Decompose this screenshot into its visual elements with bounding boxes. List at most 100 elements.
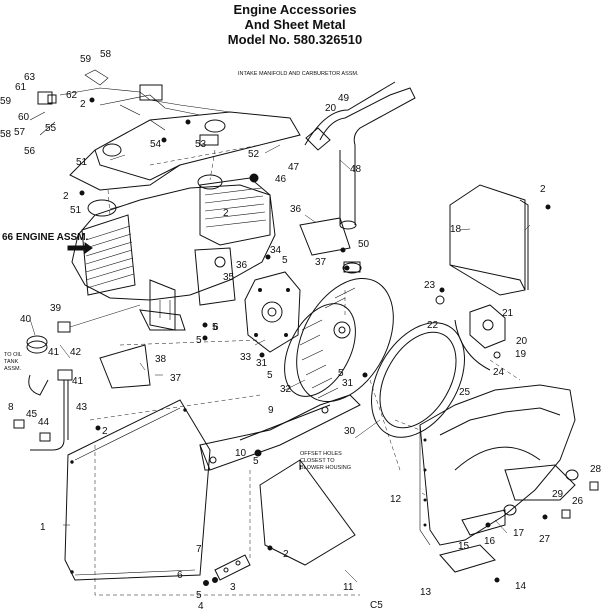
callout-54: 54	[150, 139, 162, 150]
callout-21: 21	[502, 308, 514, 319]
callout-56: 56	[24, 146, 36, 157]
intake-manifold-bracket	[69, 111, 301, 191]
flywheel-hub-plate	[244, 271, 301, 353]
callout-26: 26	[572, 496, 584, 507]
access-plate	[299, 217, 351, 256]
callout-7: 7	[196, 544, 202, 555]
callout-62: 62	[66, 90, 78, 101]
callout-11: 11	[343, 582, 354, 593]
diagram-title-line-3: Model No. 580.326510	[227, 32, 363, 47]
callout-44: 44	[38, 417, 50, 428]
callout-4: 4	[198, 601, 204, 612]
callout-14: 14	[515, 581, 527, 592]
callout-59: 59	[80, 54, 92, 65]
ignition-coil-assembly	[435, 295, 506, 371]
callout-58: 58	[100, 49, 112, 60]
bottom-plate	[439, 509, 506, 573]
callout-31: 31	[342, 378, 354, 389]
callout-40: 40	[20, 314, 32, 325]
engine-arrow-icon	[67, 242, 93, 254]
callout-52: 52	[248, 149, 260, 160]
callout-35: 35	[223, 272, 235, 283]
diagram-title-line-1: Engine Accessories	[233, 2, 357, 17]
note-oil-tank-line-1: TO OIL	[4, 352, 22, 358]
lower-baffle	[259, 459, 356, 566]
note-engine-assembly: 66 ENGINE ASSM.	[2, 232, 89, 243]
callout-5: 5	[338, 368, 344, 379]
callout-9: 9	[268, 405, 274, 416]
callout-22: 22	[427, 320, 439, 331]
callout-19: 19	[515, 349, 527, 360]
engine-shroud-covers	[64, 344, 211, 581]
callout-5: 5	[196, 335, 202, 346]
callout-20: 20	[325, 103, 337, 114]
callout-6: 6	[213, 322, 219, 333]
callout-39: 39	[50, 303, 62, 314]
oil-filter-and-lines	[13, 304, 141, 451]
callout-51: 51	[76, 157, 88, 168]
callout-49: 49	[338, 93, 350, 104]
callout-8: 8	[8, 402, 14, 413]
alignment-lines	[89, 144, 521, 596]
callout-37: 37	[170, 373, 182, 384]
callout-1: 1	[40, 522, 46, 533]
callout-13: 13	[420, 587, 432, 598]
callout-41: 41	[72, 376, 84, 387]
page-code: C5	[370, 600, 383, 611]
side-panel	[449, 184, 529, 296]
callout-10: 10	[235, 448, 247, 459]
callout-2: 2	[80, 99, 86, 110]
blower-flywheel	[284, 277, 394, 403]
note-offset-line-2: CLOSEST TO	[300, 458, 335, 464]
blower-ring	[371, 322, 465, 438]
callout-60: 60	[18, 112, 30, 123]
blower-housing	[419, 384, 576, 546]
callout-2: 2	[283, 549, 289, 560]
small-bracket	[214, 554, 251, 581]
diagram-title-line-2: And Sheet Metal	[244, 17, 346, 32]
carburetor-linkage	[29, 69, 231, 136]
callout-27: 27	[539, 534, 551, 545]
callout-2: 2	[223, 208, 229, 219]
callout-12: 12	[390, 494, 402, 505]
callout-50: 50	[358, 239, 370, 250]
leader-lines	[29, 144, 531, 583]
callout-55: 55	[45, 123, 57, 134]
callout-38: 38	[155, 354, 167, 365]
callout-45: 45	[26, 409, 38, 420]
callout-2: 2	[540, 184, 546, 195]
fasteners	[79, 97, 551, 586]
callout-31: 31	[256, 358, 268, 369]
callout-36: 36	[236, 260, 248, 271]
note-intake-manifold: INTAKE MANIFOLD AND CARBURETOR ASSM.	[238, 71, 359, 77]
callout-53: 53	[195, 139, 207, 150]
callout-57: 57	[14, 127, 26, 138]
note-oil-tank-line-2: TANK	[4, 359, 19, 365]
callout-29: 29	[552, 489, 564, 500]
callout-15: 15	[458, 541, 470, 552]
callout-3: 3	[230, 582, 236, 593]
blower-hardware	[503, 469, 599, 519]
part-callouts: 1 2 2 2 2 2 2 3 4 5 5 5 5 5 5 5 6 6 7 8 …	[0, 49, 602, 612]
exhaust-pipe	[304, 81, 416, 274]
callout-20: 20	[516, 336, 528, 347]
callout-30: 30	[344, 426, 356, 437]
callout-48: 48	[350, 164, 362, 175]
callout-5: 5	[267, 370, 273, 381]
callout-59: 59	[0, 96, 12, 107]
callout-5: 5	[196, 590, 202, 601]
engine-assembly	[71, 174, 276, 331]
callout-33: 33	[240, 352, 252, 363]
callout-37: 37	[315, 257, 327, 268]
callout-61: 61	[15, 82, 27, 93]
blower-mounting-bracket	[199, 394, 361, 471]
callout-58: 58	[0, 129, 12, 140]
callout-2: 2	[63, 191, 69, 202]
note-offset-line-3: BLOWER HOUSING	[300, 465, 351, 471]
callout-47: 47	[288, 162, 300, 173]
note-oil-tank-line-3: ASSM.	[4, 366, 22, 372]
callout-24: 24	[493, 367, 505, 378]
callout-2: 2	[102, 426, 108, 437]
